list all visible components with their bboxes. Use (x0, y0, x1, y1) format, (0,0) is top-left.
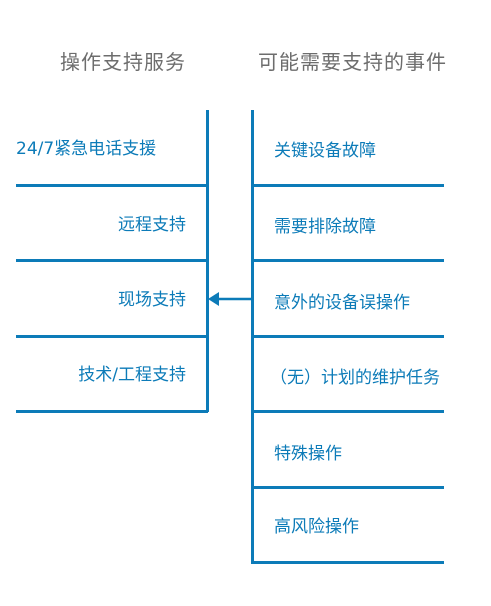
left-item-emergency-phone-support: 24/7紧急电话支援 (16, 139, 157, 159)
left-divider (16, 184, 208, 187)
right-divider (251, 486, 444, 489)
left-item-remote-support: 远程支持 (118, 215, 186, 235)
right-divider (251, 561, 444, 564)
right-divider (251, 259, 444, 262)
left-divider (16, 335, 208, 338)
right-divider (251, 410, 444, 413)
left-item-engineering-support: 技术/工程支持 (78, 365, 186, 385)
left-divider (16, 259, 208, 262)
right-item-special-operation: 特殊操作 (274, 444, 342, 464)
left-item-onsite-support: 现场支持 (118, 290, 186, 310)
right-item-troubleshooting-needed: 需要排除故障 (274, 217, 376, 237)
right-divider (251, 335, 444, 338)
right-item-critical-equipment-failure: 关键设备故障 (274, 141, 376, 161)
right-item-unexpected-misoperation: 意外的设备误操作 (274, 293, 410, 313)
right-item-high-risk-operation: 高风险操作 (274, 517, 359, 537)
right-item-planned-maintenance: （无）计划的维护任务 (270, 368, 440, 388)
right-column-header: 可能需要支持的事件 (258, 50, 447, 74)
left-column-header: 操作支持服务 (60, 50, 186, 74)
left-divider (16, 410, 208, 413)
arrow-left-icon (208, 292, 252, 306)
right-divider (251, 184, 444, 187)
